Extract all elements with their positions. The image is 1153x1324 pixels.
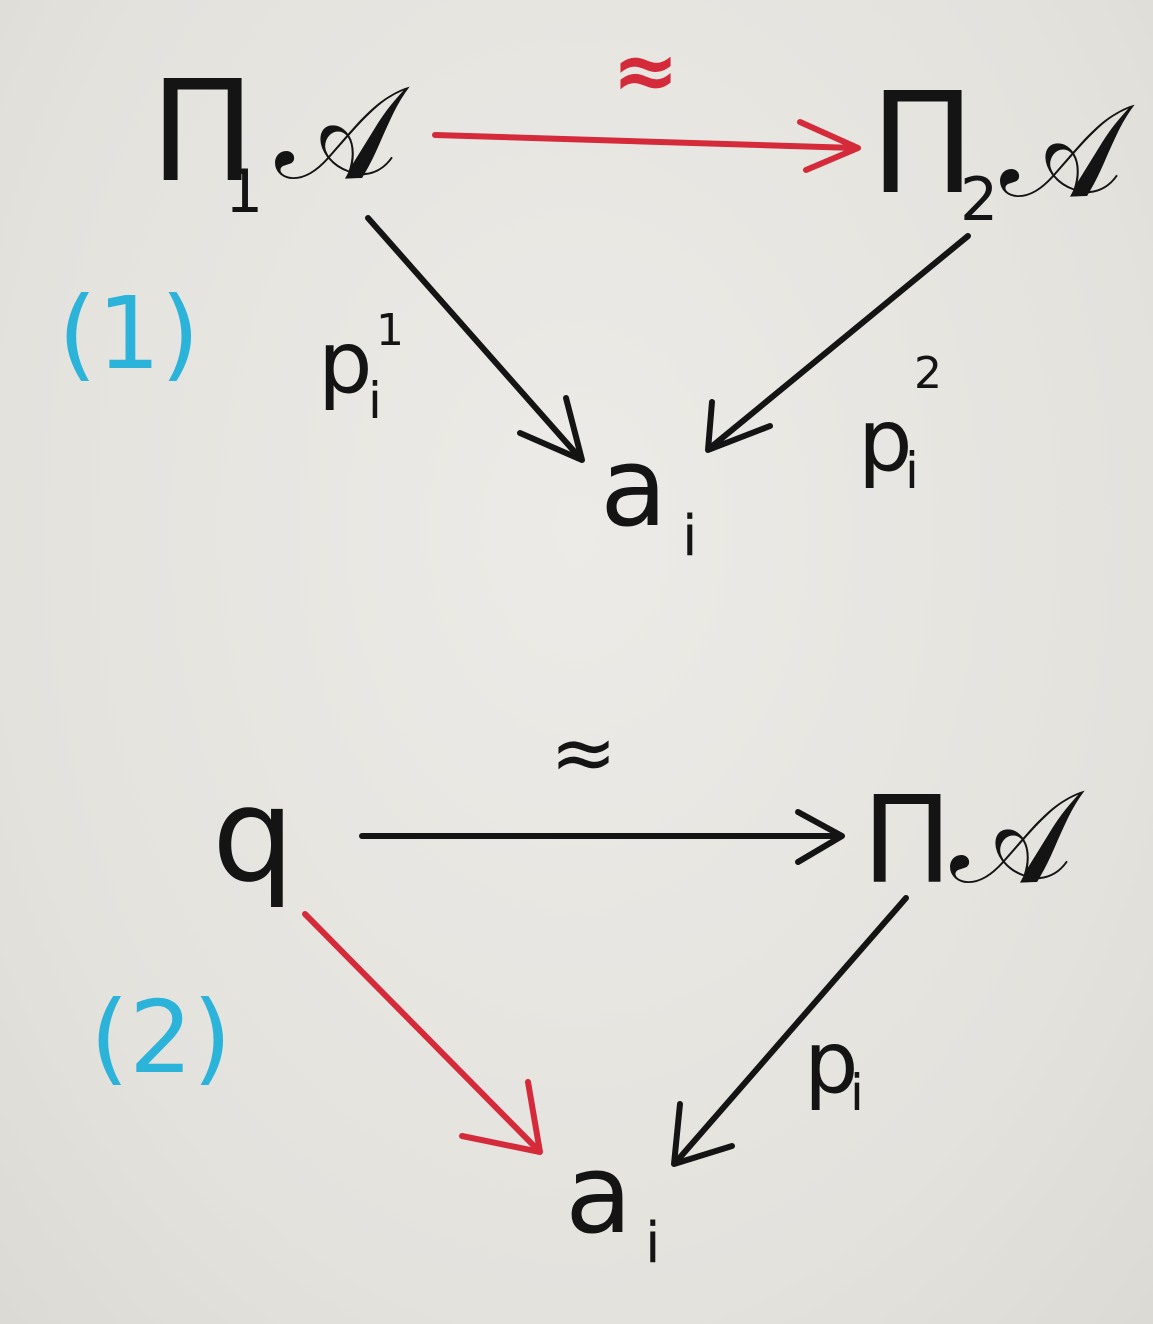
pi-1-subscript: 1 bbox=[225, 157, 263, 227]
projection-arrow-p-line bbox=[673, 895, 909, 1165]
equivalence-arrow-2: ≈ bbox=[359, 706, 845, 865]
equivalence-arrow-1-line bbox=[432, 132, 858, 151]
node-a-i-2: a i bbox=[565, 1130, 661, 1276]
diagram-1-number: (1) bbox=[58, 275, 200, 392]
p2-superscript: 2 bbox=[914, 348, 942, 399]
node-q: q bbox=[212, 759, 295, 911]
red-arrow-line bbox=[302, 911, 541, 1153]
p-letter: p bbox=[804, 1013, 859, 1113]
pi-1-symbol: Π bbox=[150, 51, 255, 214]
equivalence-arrow-1: ≈ bbox=[432, 24, 861, 173]
projection-arrow-p1-head bbox=[517, 395, 585, 463]
pi-2-a-letter: 𝒜 bbox=[1000, 75, 1135, 227]
p2-subscript: i bbox=[905, 442, 919, 500]
pi-1-a-letter: 𝒜 bbox=[275, 57, 410, 209]
pi-2-subscript: 2 bbox=[960, 165, 998, 235]
pi-2-symbol: Π bbox=[870, 63, 975, 226]
a-i-2-subscript: i bbox=[645, 1211, 661, 1276]
diagram-1: Π 1 𝒜 ≈ Π 2 𝒜 p i 1 p i bbox=[58, 24, 1135, 569]
p2-letter: p bbox=[858, 391, 913, 491]
equivalence-arrow-2-head bbox=[795, 809, 845, 865]
projection-arrow-p2: p i 2 bbox=[705, 233, 971, 500]
equivalence-arrow-1-head bbox=[797, 119, 861, 173]
node-pi1-a: Π 1 𝒜 bbox=[150, 51, 410, 227]
projection-arrow-p2-line bbox=[707, 233, 971, 451]
projection-arrow-p2-head bbox=[705, 399, 773, 453]
node-pi-a: Π 𝒜 bbox=[862, 761, 1085, 913]
projection-arrow-p1-line bbox=[365, 215, 583, 461]
pi-a-letter: 𝒜 bbox=[950, 761, 1085, 913]
p-subscript: i bbox=[850, 1064, 864, 1122]
a-i-1-letter: a bbox=[600, 423, 667, 551]
a-i-2-letter: a bbox=[565, 1130, 632, 1258]
p1-letter: p bbox=[318, 313, 373, 413]
p1-subscript: i bbox=[368, 372, 382, 430]
equivalence-symbol-1: ≈ bbox=[612, 24, 679, 117]
projection-arrow-p1: p i 1 bbox=[318, 215, 585, 463]
projection-arrow-p: p i bbox=[671, 895, 909, 1167]
pi-symbol: Π bbox=[862, 772, 952, 911]
p1-superscript: 1 bbox=[376, 305, 404, 356]
red-arrow-head bbox=[459, 1079, 543, 1155]
node-pi2-a: Π 2 𝒜 bbox=[870, 63, 1135, 235]
projection-arrow-p-head bbox=[671, 1101, 735, 1167]
diagram-2-number: (2) bbox=[90, 979, 232, 1096]
diagram-2: q ≈ Π 𝒜 p i a i (2) bbox=[90, 706, 1085, 1276]
red-arrow-q-to-a-i bbox=[302, 911, 543, 1155]
node-a-i-1: a i bbox=[600, 423, 698, 569]
equivalence-symbol-2: ≈ bbox=[550, 706, 617, 799]
a-i-1-subscript: i bbox=[682, 504, 698, 569]
